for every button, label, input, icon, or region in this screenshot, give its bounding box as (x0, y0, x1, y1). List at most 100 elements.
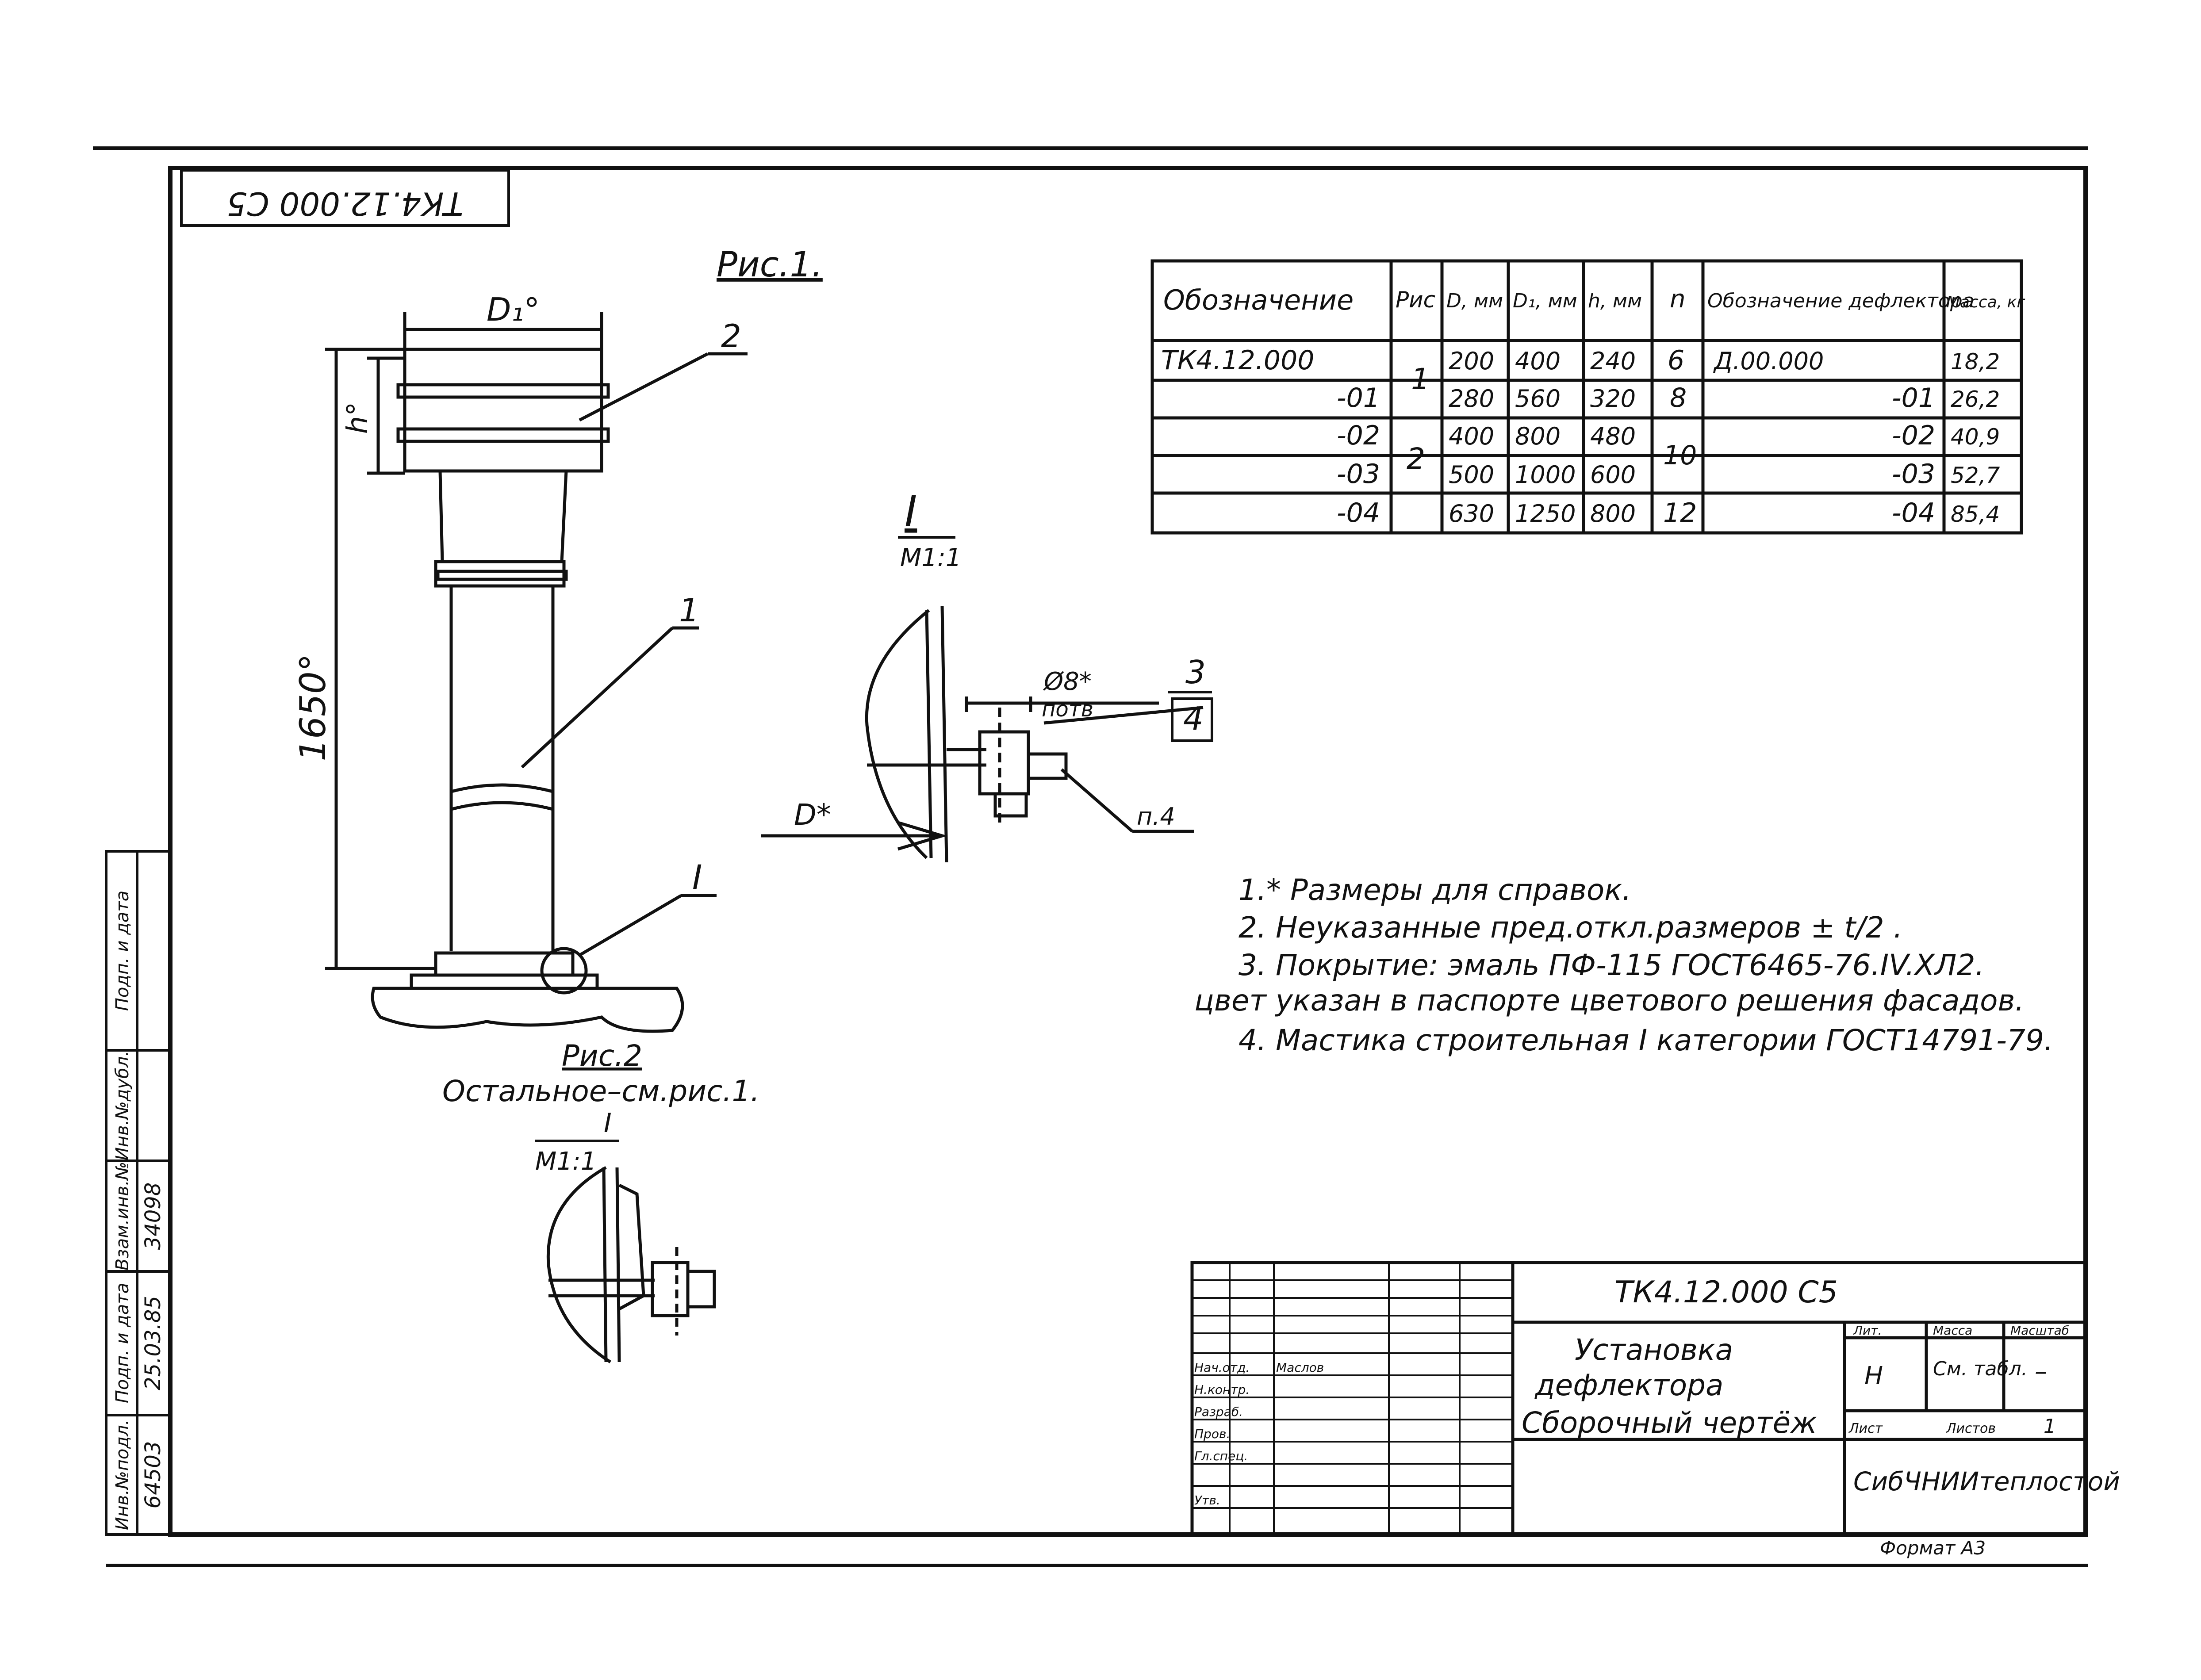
tb-title-line1: Установка (1575, 1333, 1733, 1367)
detailI-pos-num: 3 (1185, 654, 1206, 691)
cell-mass: 26,2 (1951, 387, 2000, 412)
strip-value-inv-podl: 64503 (141, 1441, 165, 1509)
detailI-dim-D: D* (794, 798, 831, 832)
cell-h: 480 (1590, 422, 1636, 450)
cell-n: 8 (1670, 383, 1687, 413)
tb-scale-value: – (2035, 1357, 2047, 1386)
strip-value-vzam: 34098 (141, 1183, 165, 1250)
fig2-detail-label: I (604, 1108, 612, 1139)
cell-deflector: -03 (1892, 459, 1935, 490)
cell-d: 400 (1449, 422, 1494, 450)
cell-mass: 40,9 (1951, 424, 2000, 450)
tb-role-prov: Пров. (1194, 1427, 1230, 1441)
table-row: ТК4.12.000 1 200 400 240 6 Д.00.000 18,2 (1161, 345, 2000, 396)
notes: 1.* Размеры для справок. 2. Неуказанные … (1194, 873, 2053, 1057)
strip-label-vzam: Взам.инв.№ (112, 1162, 133, 1271)
th-designation: Обозначение (1163, 284, 1354, 316)
tb-role-nach: Нач.отд. (1194, 1360, 1250, 1375)
tb-scale-label: Масштаб (2010, 1323, 2069, 1338)
table-row: -01 280 560 320 8 -01 26,2 (1337, 383, 2000, 413)
tb-title-line2: дефлектора (1534, 1368, 1724, 1402)
tb-title-line3: Сборочный чертёж (1522, 1406, 1817, 1440)
stamp-box: ТК4.12.000 С5 (180, 169, 510, 227)
strip-label-podp-1: Подп. и дата (112, 1283, 133, 1403)
cell-d1: 800 (1515, 422, 1561, 450)
note-3: 3. Покрытие: эмаль ПФ-115 ГОСТ6465-76.IV… (1239, 948, 1984, 982)
th-d: D, мм (1446, 290, 1503, 312)
title-block: Нач.отд. Маслов Н.контр. Разраб. Пров. Г… (1190, 1261, 2120, 1536)
strip-value-date: 25.03.85 (141, 1296, 165, 1390)
strip-label-podp-2: Подп. и дата (112, 891, 133, 1011)
th-d1: D₁, мм (1513, 290, 1577, 312)
cell-deflector: -04 (1892, 497, 1935, 528)
cell-mass: 85,4 (1951, 501, 2000, 527)
fig2-scale: М1:1 (535, 1147, 596, 1176)
tb-sheet-label: Лист (1848, 1421, 1883, 1436)
detailI-ref: п.4 (1137, 803, 1175, 830)
cell-designation: ТК4.12.000 (1161, 345, 1314, 376)
cell-d1: 1000 (1515, 461, 1576, 489)
note-4: 4. Мастика строительная I категории ГОСТ… (1239, 1023, 2053, 1057)
cell-deflector: Д.00.000 (1713, 347, 1824, 375)
cell-mass: 52,7 (1951, 463, 2000, 488)
cell-n: 10 (1663, 440, 1697, 471)
note-2: 2. Неуказанные пред.откл.размеров ± t/2 … (1239, 911, 1903, 945)
cell-fig: 2 (1407, 442, 1425, 476)
fig2-note: Остальное–см.рис.1. (442, 1074, 759, 1108)
fig1-dim-height: 1650° (292, 654, 334, 762)
tb-role-glspec: Гл.спец. (1194, 1449, 1248, 1463)
tb-mass-label: Масса (1933, 1323, 1972, 1338)
fig1-leader-I: I (692, 857, 702, 897)
cell-h: 800 (1590, 500, 1636, 528)
cell-n: 6 (1668, 345, 1684, 376)
cell-d1: 1250 (1515, 500, 1576, 528)
detailI-dia-note: потв (1042, 697, 1093, 722)
cell-d: 630 (1449, 500, 1494, 528)
cell-h: 600 (1590, 461, 1636, 489)
figure-1: Рис.1. (292, 245, 823, 1033)
tb-mass-value: См. табл. (1933, 1358, 2028, 1380)
cell-d: 200 (1449, 347, 1494, 375)
note-3-cont: цвет указан в паспорте цветового решения… (1194, 984, 2024, 1018)
cell-designation: -02 (1337, 420, 1380, 451)
tb-role-utv: Утв. (1194, 1493, 1220, 1508)
tb-stage: Н (1864, 1362, 1883, 1390)
detailI-dia: Ø8* (1043, 667, 1092, 696)
cell-designation: -01 (1337, 383, 1380, 413)
tb-stage-label: Лит. (1853, 1323, 1882, 1338)
cell-h: 240 (1590, 347, 1636, 375)
cell-designation: -04 (1337, 497, 1380, 528)
cell-d: 280 (1449, 385, 1494, 413)
detail-I: I М1:1 Ø8* потв 3 4 D* п.4 (761, 487, 1213, 863)
note-1: 1.* Размеры для справок. (1239, 873, 1631, 907)
table-row: -03 500 1000 600 -03 52,7 (1337, 459, 2000, 490)
cell-designation: -03 (1337, 459, 1380, 490)
detailI-label: I (905, 487, 917, 536)
tb-org: СибЧНИИтеплостой (1853, 1466, 2120, 1496)
table-row: -04 630 1250 800 12 -04 85,4 (1337, 497, 2000, 528)
table-row: -02 2 400 800 480 10 -02 40,9 (1337, 420, 2000, 476)
spec-table: Обозначение Рис D, мм D₁, мм h, мм n Обо… (1150, 259, 2025, 535)
th-h: h, мм (1588, 290, 1642, 312)
cell-d1: 560 (1515, 385, 1561, 413)
cell-h: 320 (1590, 385, 1636, 413)
format-label: Формат А3 (1880, 1537, 1986, 1559)
cell-d1: 400 (1515, 347, 1561, 375)
th-fig: Рис (1396, 287, 1435, 313)
th-n: n (1670, 285, 1686, 314)
cell-mass: 18,2 (1951, 349, 2000, 375)
fig2-title: Рис.2 (562, 1039, 642, 1073)
stamp-text: ТК4.12.000 С5 (227, 185, 464, 222)
th-mass: Масса, кг (1946, 293, 2025, 311)
tb-name-1: Маслов (1276, 1360, 1324, 1375)
cell-d: 500 (1449, 461, 1494, 489)
cell-n: 12 (1663, 497, 1697, 528)
tb-role-nkontr: Н.контр. (1194, 1382, 1250, 1397)
figure-2: Рис.2 Остальное–см.рис.1. I М1:1 (442, 1039, 759, 1363)
fig1-title: Рис.1. (717, 245, 823, 285)
tb-sheets-value: 1 (2044, 1415, 2056, 1438)
left-strip: Инв.№подл. Подп. и дата Взам.инв.№ Инв.№… (105, 850, 172, 1536)
fig1-dim-D: D₁° (487, 291, 540, 328)
tb-code: ТК4.12.000 С5 (1614, 1275, 1838, 1310)
